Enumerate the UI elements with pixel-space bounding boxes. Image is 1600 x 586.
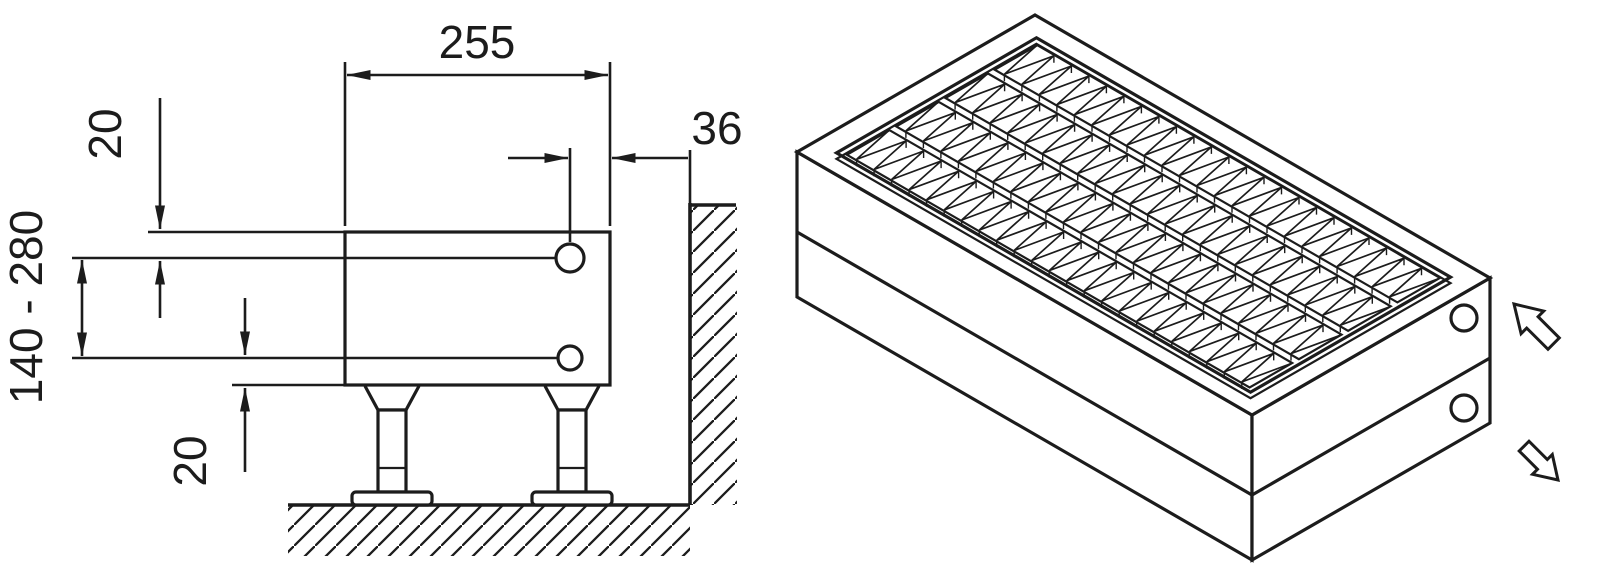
body-seam-line: [796, 230, 1491, 497]
dim-bottom-offset-label: 20: [164, 435, 216, 486]
fin-depth-ticks: [1003, 55, 1423, 304]
fin-strip-outline: [992, 43, 1443, 304]
side-view: 255 36 20 140 - 280 20: [0, 16, 743, 556]
dimension-wall-clearance: 36: [508, 102, 743, 242]
top-face: [793, 13, 1494, 417]
wall-hatching: [688, 203, 737, 505]
fin-strip-outline: [844, 128, 1295, 389]
floor-hatching: [288, 503, 690, 556]
flow-in-arrow-icon: [1511, 301, 1562, 352]
dim-wall-clearance-label: 36: [691, 102, 742, 154]
fin-strip-outline: [893, 100, 1344, 361]
iso-bottom-connection-port: [1449, 393, 1479, 423]
top-connection-port: [554, 242, 586, 274]
iso-top-connection-port: [1449, 303, 1479, 333]
fin-depth-ticks: [954, 84, 1373, 333]
dim-height-range-label: 140 - 280: [0, 210, 52, 404]
bottom-connection-port: [556, 344, 584, 372]
flow-out-arrow-icon: [1517, 439, 1560, 482]
dim-top-offset-label: 20: [79, 108, 131, 159]
fin-depth-ticks: [905, 112, 1324, 361]
foot-plate: [530, 490, 614, 507]
dimension-bottom-offset: 20: [164, 298, 250, 487]
dim-width-label: 255: [439, 16, 516, 68]
isometric-view: [793, 13, 1562, 563]
leg-right: [530, 385, 614, 507]
dimension-width: 255: [343, 16, 612, 226]
fin-depth-ticks: [855, 140, 1275, 389]
grille-fin-rows: [844, 43, 1443, 389]
fin-strip-outline: [943, 72, 1393, 333]
dimension-top-offset: 20: [79, 98, 165, 318]
dimension-height-range: 140 - 280: [0, 210, 87, 404]
leg-left: [350, 385, 434, 507]
foot-plate: [350, 490, 434, 507]
grille-opening: [833, 35, 1454, 395]
